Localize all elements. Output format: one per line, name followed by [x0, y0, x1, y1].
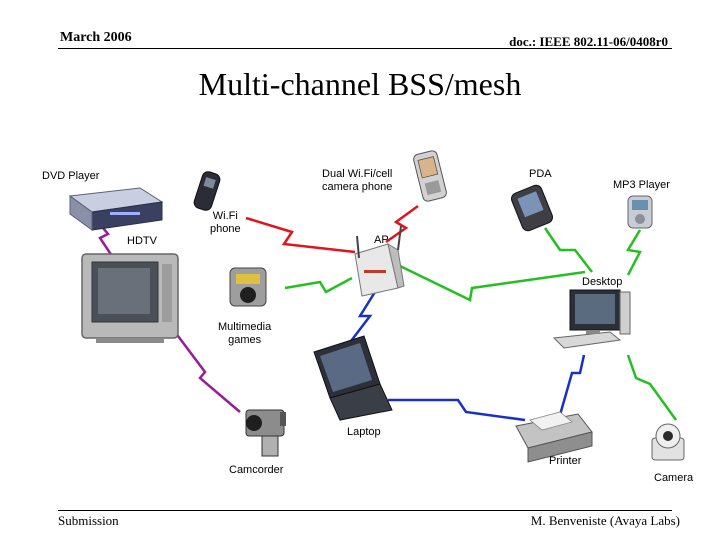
label-multimedia-games: Multimedia games: [218, 321, 271, 347]
header-date: March 2006: [60, 30, 132, 45]
footer-submission: Submission: [58, 513, 119, 528]
multimedia-games-icon: [229, 267, 267, 307]
footer-author: M. Benveniste (Avaya Labs): [530, 513, 680, 528]
label-wifi-phone-line2: phone: [210, 223, 241, 235]
access-point-icon: [354, 225, 405, 297]
link-dual-phone-ap: [385, 204, 419, 244]
label-multimedia-line1: Multimedia: [218, 321, 272, 333]
link-ap-desktop: [399, 264, 586, 302]
label-dvd-player: DVD Player: [42, 170, 100, 182]
mp3-player-icon: [627, 195, 653, 229]
label-ap: AP: [374, 234, 389, 246]
link-desktop-camera: [626, 354, 678, 421]
label-dual-phone-line1: Dual Wi.Fi/cell: [322, 168, 393, 180]
hdtv-icon: [81, 253, 179, 343]
label-dual-phone: Dual Wi.Fi/cell camera phone: [322, 168, 392, 194]
label-pda: PDA: [529, 168, 552, 180]
link-mp3-desktop: [625, 229, 642, 276]
link-multimedia-ap: [284, 276, 353, 294]
label-multimedia-line2: games: [228, 334, 262, 346]
link-pda-mp3: [543, 227, 593, 273]
label-printer: Printer: [549, 455, 582, 467]
link-hdtv-camcorder: [174, 331, 241, 413]
link-desktop-printer: [558, 354, 586, 416]
header-divider: [58, 48, 672, 49]
label-wifi-phone: Wi.Fi phone: [210, 210, 241, 236]
printer-icon: [515, 411, 593, 463]
label-hdtv: HDTV: [127, 235, 157, 247]
desktop-computer-icon: [552, 289, 631, 349]
dvd-player-icon: [68, 187, 164, 231]
laptop-icon: [313, 335, 393, 421]
link-ap-laptop: [347, 291, 377, 346]
dual-phone-icon: [413, 150, 447, 202]
label-dual-phone-line2: camera phone: [322, 181, 393, 193]
camera-icon: [651, 423, 685, 461]
label-camcorder: Camcorder: [229, 464, 284, 476]
link-wifi-phone-ap: [245, 216, 356, 254]
label-wifi-phone-line1: Wi.Fi: [212, 210, 238, 222]
camcorder-icon: [245, 409, 286, 457]
header-doc-id: doc.: IEEE 802.11-06/0408r0: [509, 34, 668, 49]
label-desktop: Desktop: [582, 276, 623, 288]
link-laptop-printer: [388, 398, 526, 422]
slide-title: Multi-channel BSS/mesh: [198, 66, 522, 102]
label-mp3-player: MP3 Player: [613, 179, 670, 191]
label-laptop: Laptop: [347, 426, 381, 438]
wifi-phone-icon: [193, 171, 221, 211]
footer-divider: [58, 510, 672, 511]
pda-icon: [510, 184, 554, 232]
label-camera: Camera: [654, 472, 694, 484]
